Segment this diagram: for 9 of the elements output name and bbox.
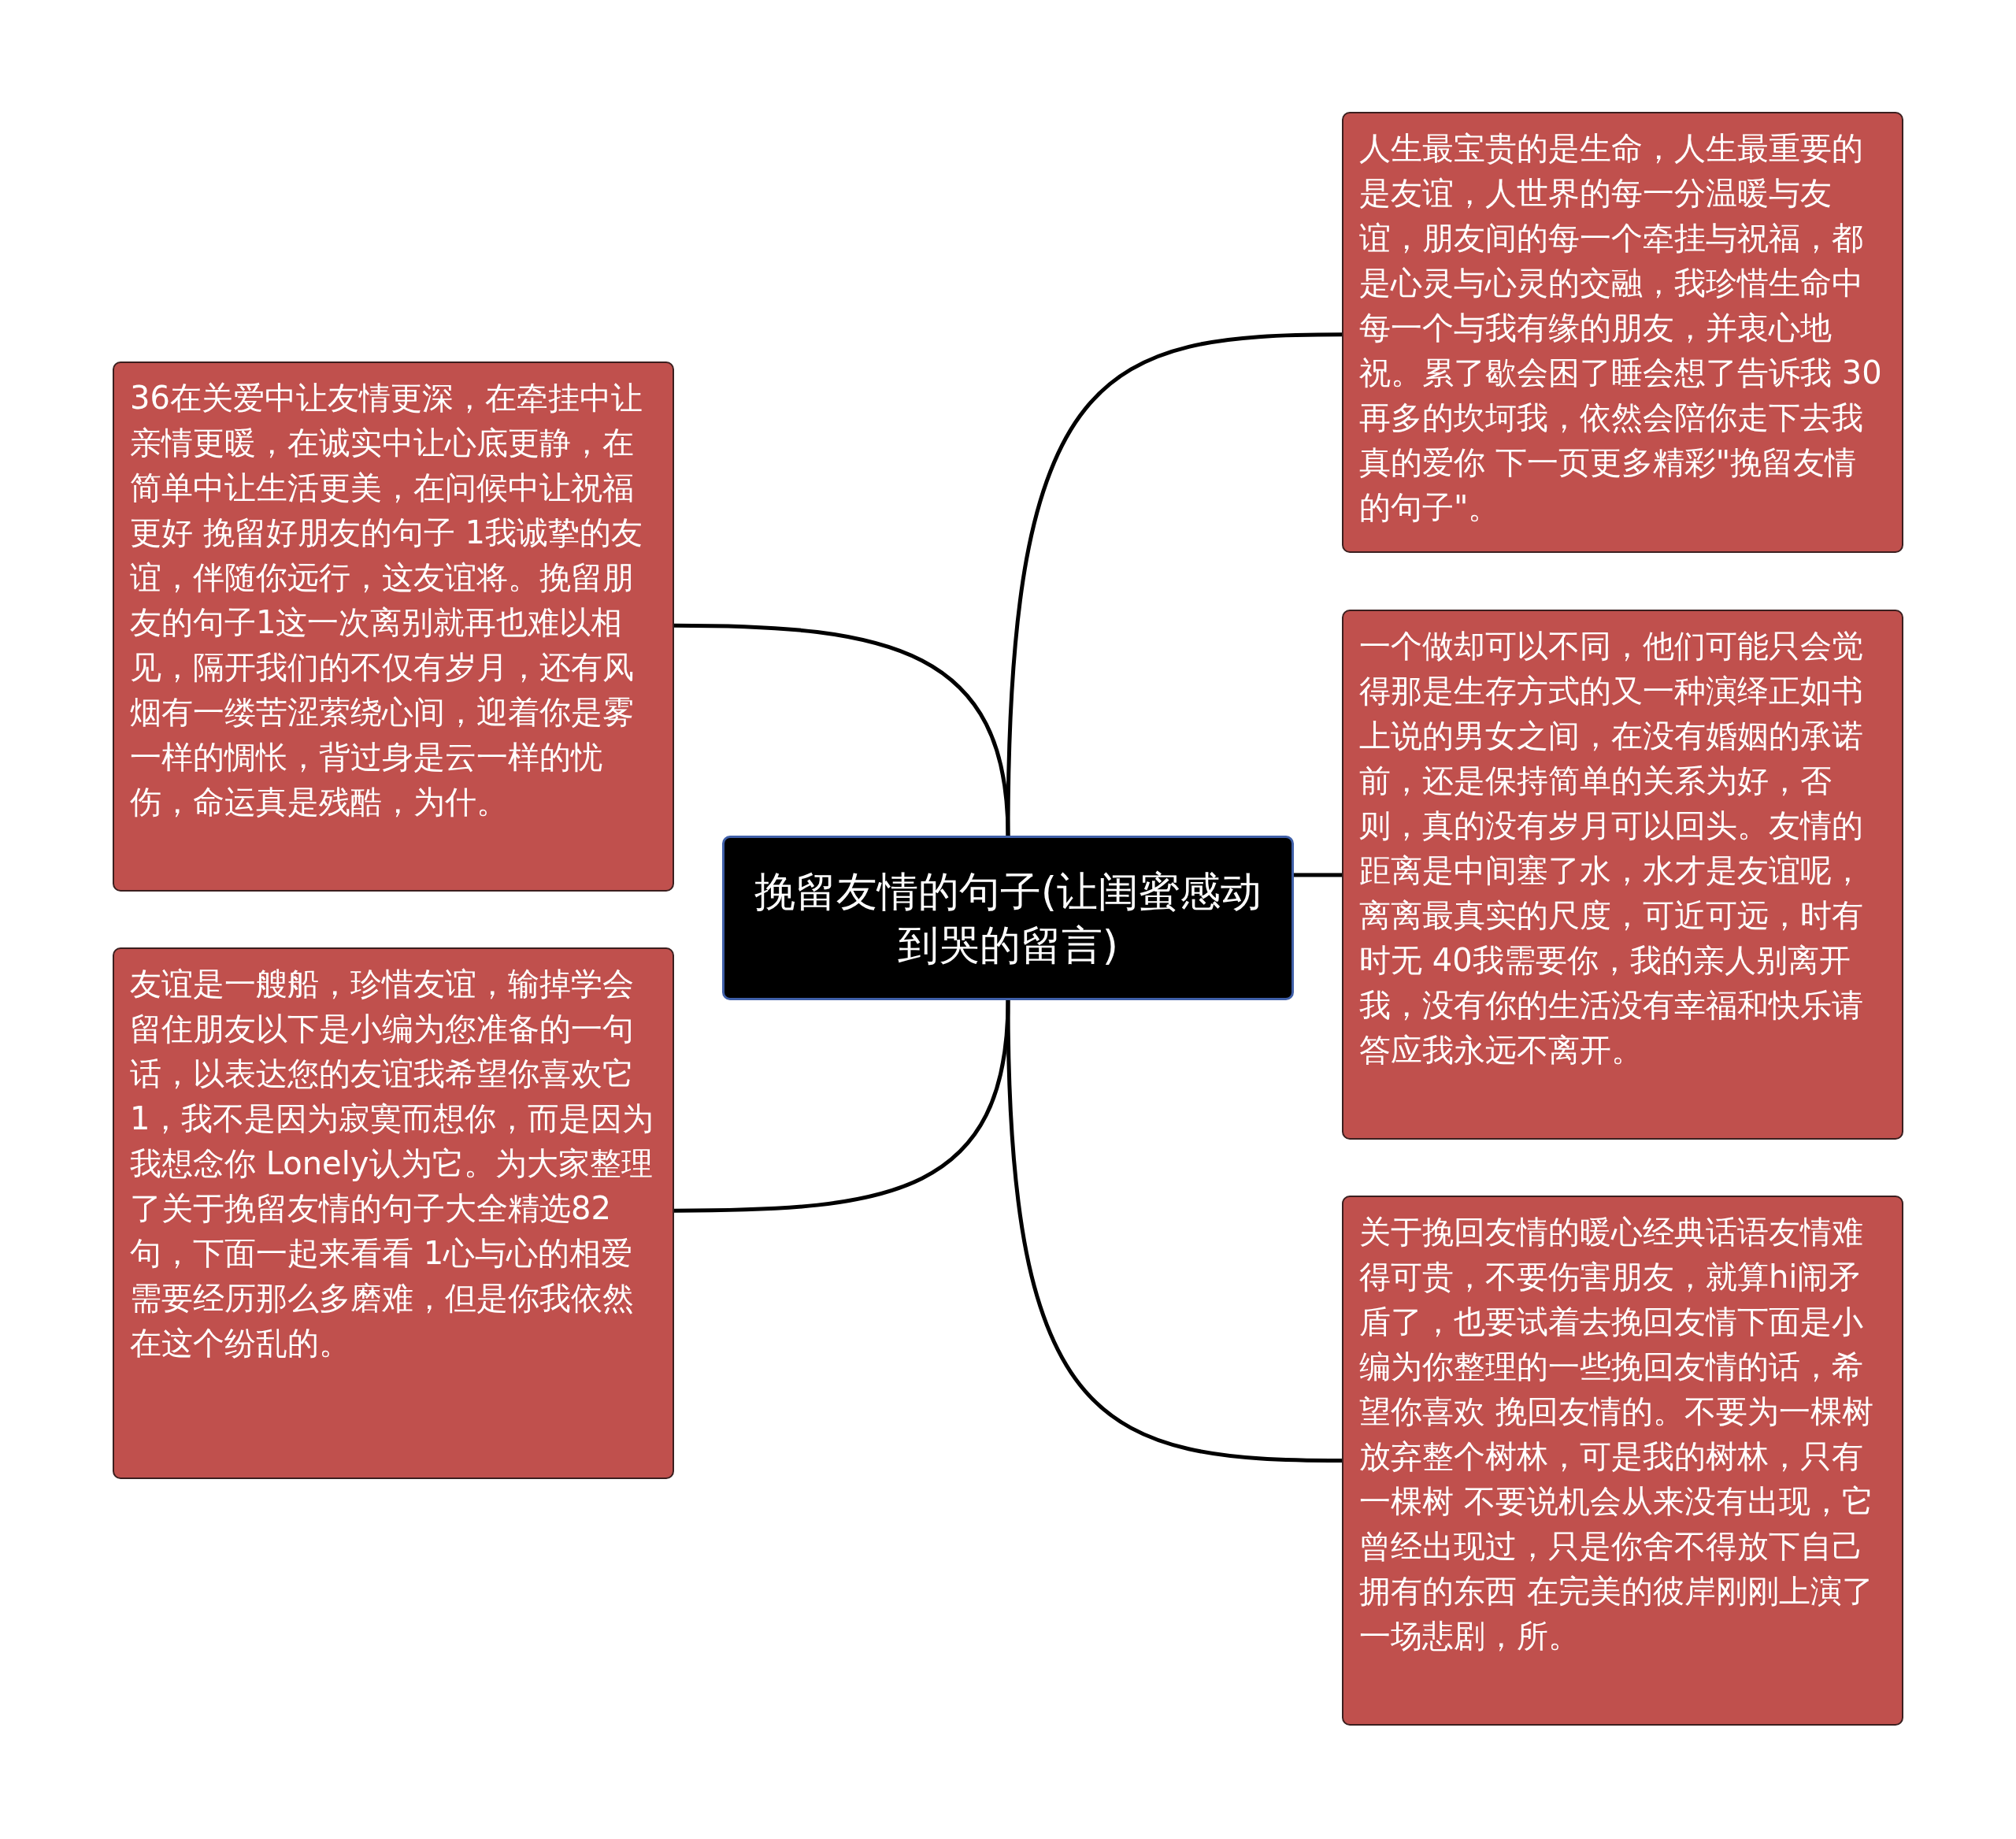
topic-box: 一个做却可以不同，他们可能只会觉得那是生存方式的又一种演绎正如书上说的男女之间，在没有婚姻的承诺前，还是保持简单的关系为好，否则，真的没有岁月可以回头。友情的距离是中间塞了水，水才是友谊呢，离离最真实的尺度，可近可远，时有时无 40我需要你，我的亲人别离开我，没有你的生活没有幸福和快乐请答应我永远不离开。 bbox=[1342, 610, 1903, 1140]
central-topic-box: 挽留友情的句子(让闺蜜感动到哭的留言) bbox=[722, 836, 1294, 1000]
topic-box: 关于挽回友情的暖心经典话语友情难得可贵，不要伤害朋友，就算hi闹矛盾了，也要试着去挽回友情下面是小编为你整理的一些挽回友情的话，希望你喜欢 挽回友情的。不要为一棵树放弃整个树林，可是我的树林，只有一棵树 不要说机会从来没有出现，它曾经出现过，只是你舍不得放下自己拥有的东西 在完美的彼岸刚刚上演了一场悲剧，所。 bbox=[1342, 1196, 1903, 1726]
topic-box: 人生最宝贵的是生命，人生最重要的是友谊，人世界的每一分温暖与友谊，朋友间的每一个牵挂与祝福，都是心灵与心灵的交融，我珍惜生命中每一个与我有缘的朋友，并衷心地祝。累了歇会困了睡会想了告诉我 30 再多的坎坷我，依然会陪你走下去我真的爱你 下一页更多精彩"挽留友情的句子"。 bbox=[1342, 112, 1903, 553]
topic-box: 36在关爱中让友情更深，在牵挂中让亲情更暖，在诚实中让心底更静，在简单中让生活更美，在问候中让祝福更好 挽留好朋友的句子 1我诚挚的友谊，伴随你远行，这友谊将。挽留朋友的句子1这一次离别就再也难以相见，隔开我们的不仅有岁月，还有风烟有一缕苦涩萦绕心间，迎着你是雾一样的惆怅，背过身是云一样的忧伤，命运真是残酷，为什。 bbox=[113, 361, 674, 892]
connector-line bbox=[1294, 873, 1342, 877]
topic-box: 友谊是一艘船，珍惜友谊，输掉学会留住朋友以下是小编为您准备的一句话，以表达您的友谊我希望你喜欢它 1，我不是因为寂寞而想你，而是因为我想念你 Lonely认为它。为大家整理了关于挽留友情的句子大全精选82句，下面一起来看看 1心与心的相爱需要经历那么多磨难，但是你我依然在这个纷乱的。 bbox=[113, 947, 674, 1479]
connector-line bbox=[1006, 332, 1343, 836]
connector-line bbox=[1006, 999, 1343, 1463]
